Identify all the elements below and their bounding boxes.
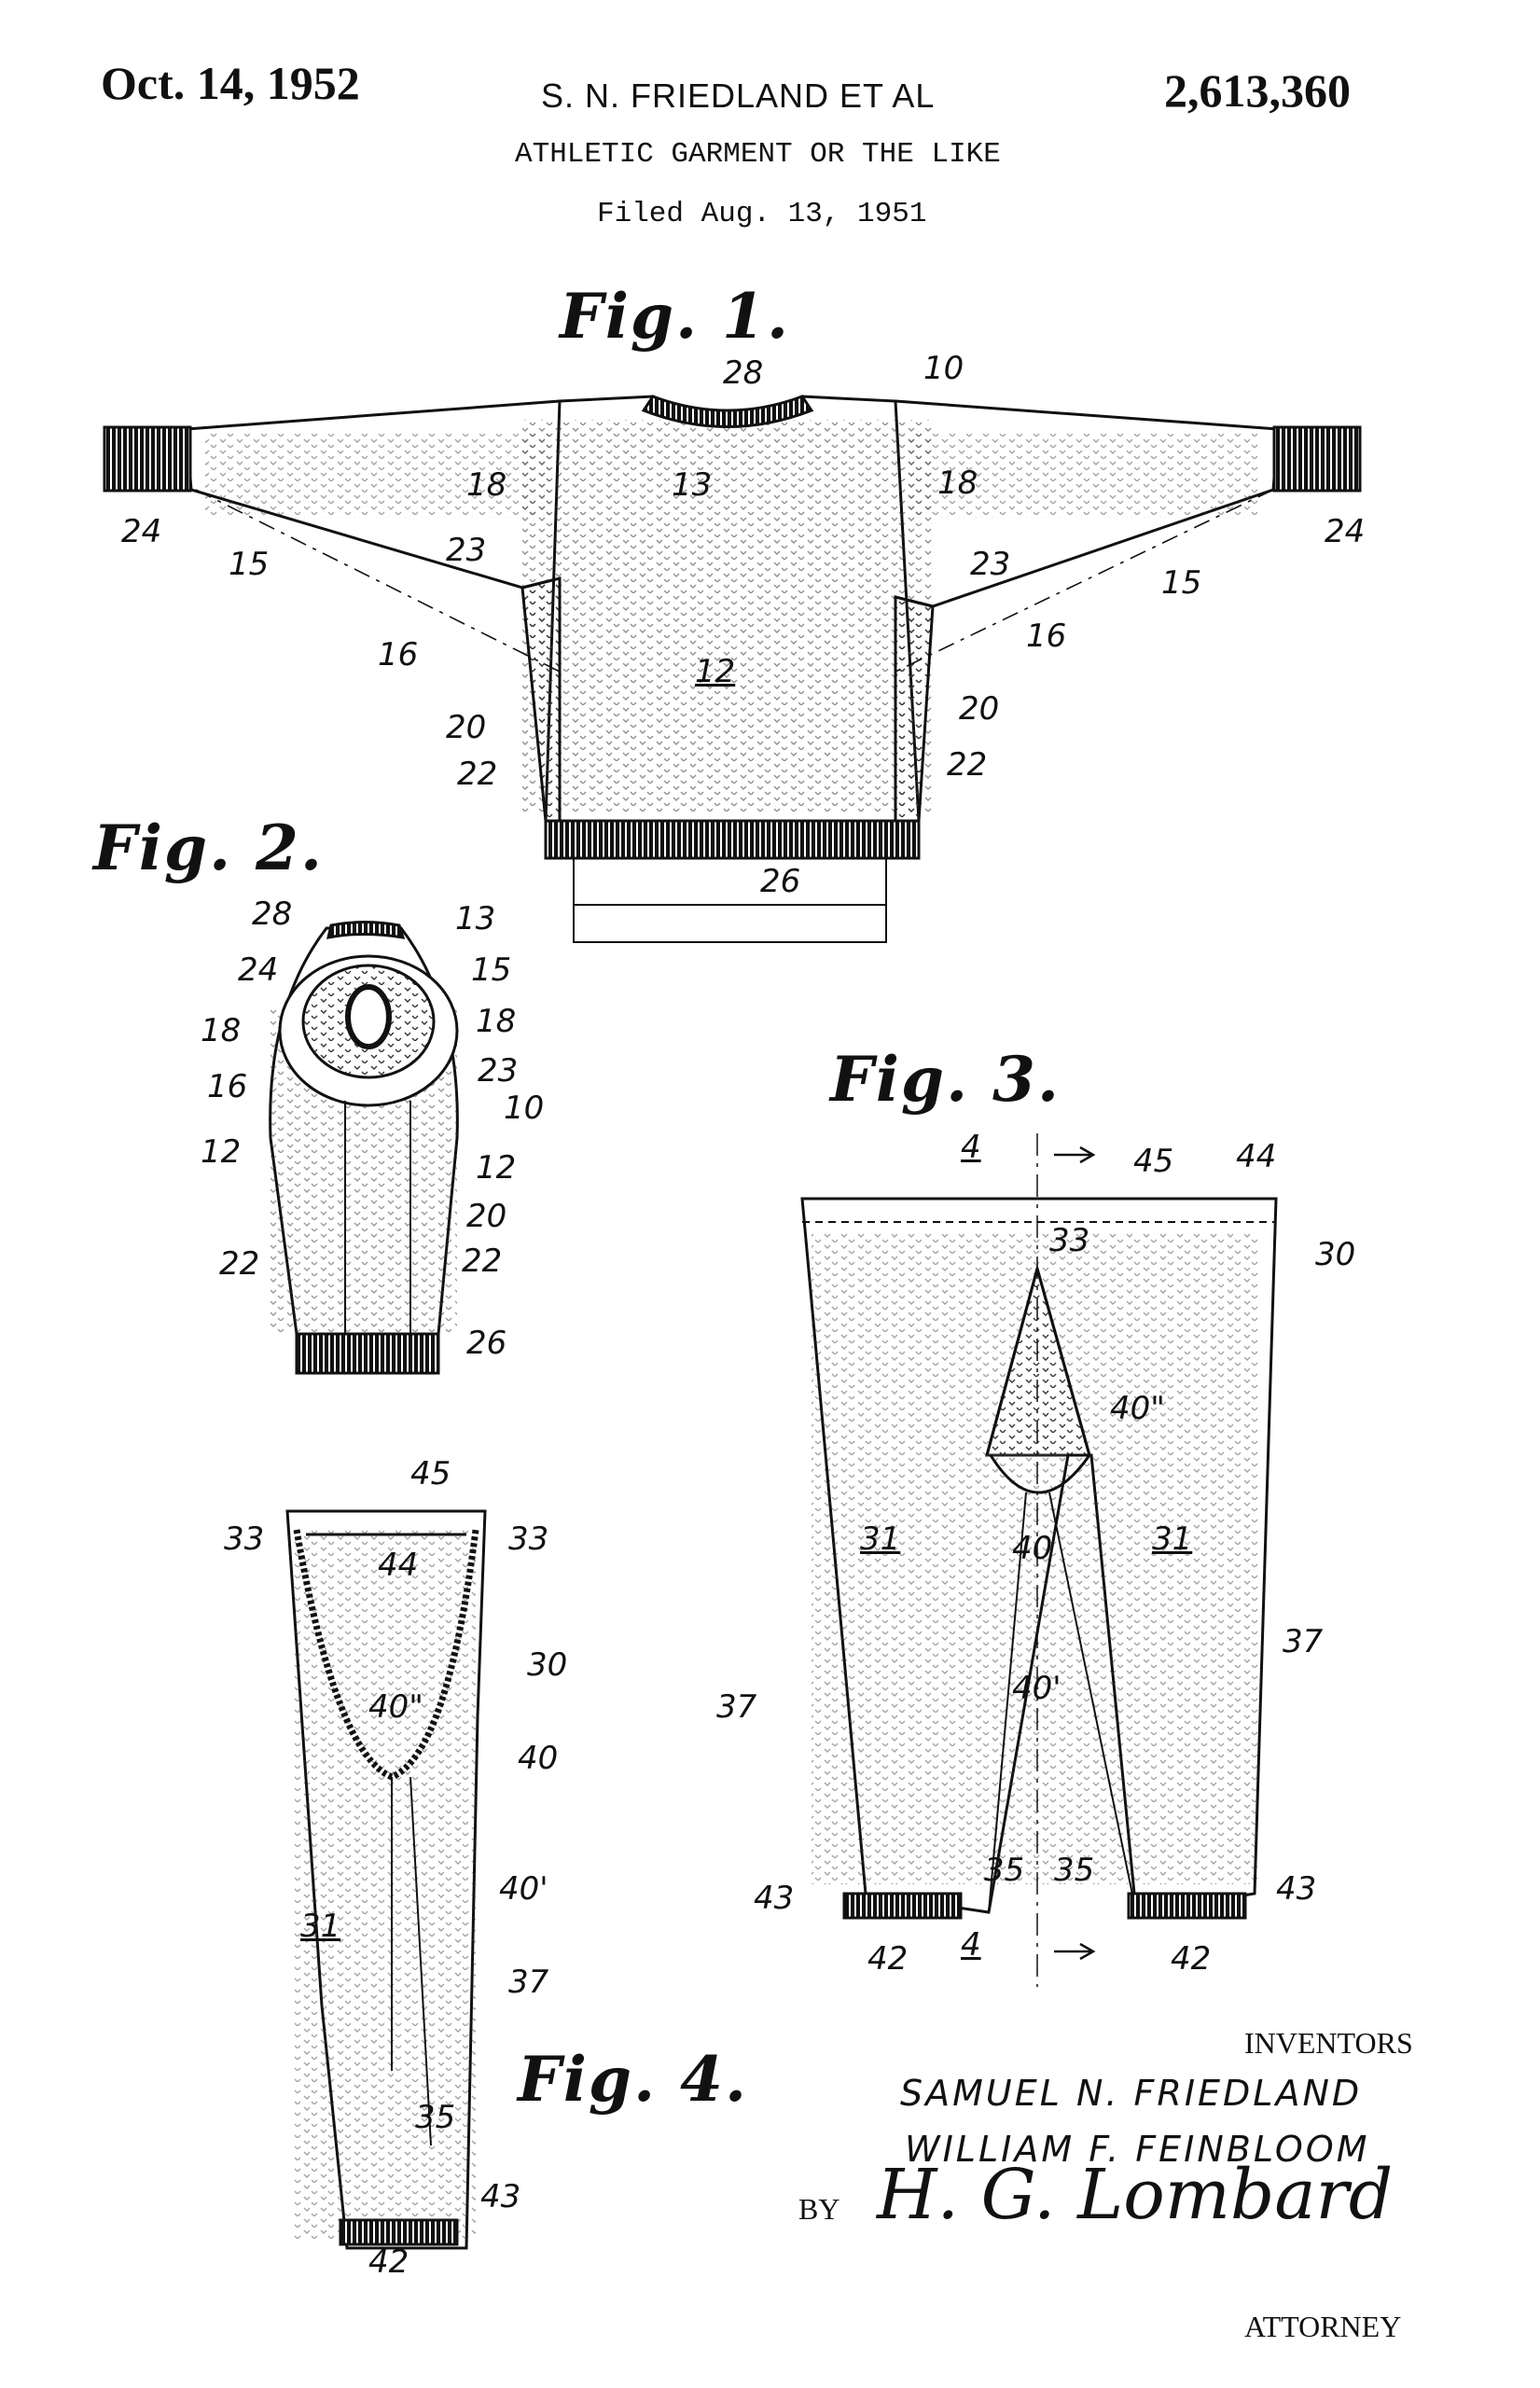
ref-33: 33	[224, 1520, 265, 1558]
ref-42: 42	[368, 2243, 409, 2281]
ref-15: 15	[1161, 564, 1202, 602]
ref-10: 10	[504, 1090, 545, 1127]
fig3-label: Fig. 3.	[830, 1043, 1061, 1116]
ref-28: 28	[252, 896, 293, 933]
ref-43: 43	[754, 1880, 795, 1917]
ref-40pp: 40"	[368, 1688, 423, 1726]
ref-31: 31	[860, 1520, 901, 1558]
ref-23: 23	[478, 1052, 519, 1090]
ref-31: 31	[300, 1908, 341, 1945]
ref-16: 16	[1026, 618, 1067, 655]
fig4-pants-section-drawing	[285, 1509, 487, 2250]
fig3-pants-drawing	[800, 1133, 1278, 1987]
ref-22: 22	[462, 1243, 503, 1280]
ref-44: 44	[1236, 1138, 1277, 1175]
ref-4: 4	[961, 1926, 981, 1964]
ref-18: 18	[201, 1012, 242, 1049]
ref-37: 37	[716, 1688, 757, 1726]
ref-40pp: 40"	[1110, 1390, 1165, 1427]
fig1-label: Fig. 1.	[560, 280, 790, 353]
ref-40p: 40'	[499, 1870, 548, 1908]
ref-26: 26	[760, 863, 801, 900]
ref-23: 23	[446, 532, 487, 569]
inventor-names-header: S. N. FRIEDLAND ET AL	[541, 76, 936, 115]
ref-31: 31	[1152, 1520, 1193, 1558]
ref-33: 33	[508, 1520, 549, 1558]
ref-16: 16	[207, 1068, 248, 1105]
ref-42: 42	[1171, 1940, 1212, 1978]
ref-13: 13	[672, 466, 713, 504]
inventors-heading: INVENTORS	[1244, 2026, 1413, 2060]
ref-28: 28	[723, 354, 764, 392]
inventor-name-2: WILLIAM F. FEINBLOOM	[905, 2129, 1370, 2170]
inventor-name-1: SAMUEL N. FRIEDLAND	[900, 2073, 1363, 2114]
ref-15: 15	[471, 951, 512, 989]
ref-30: 30	[1315, 1236, 1356, 1273]
ref-22: 22	[457, 756, 498, 793]
by-label: BY	[798, 2192, 840, 2226]
ref-20: 20	[959, 690, 1000, 728]
ref-35: 35	[415, 2099, 456, 2136]
ref-24: 24	[1325, 513, 1366, 550]
ref-44: 44	[378, 1547, 419, 1584]
ref-43: 43	[480, 2178, 521, 2215]
ref-40: 40	[1012, 1530, 1053, 1567]
ref-18: 18	[476, 1003, 517, 1040]
fig2-label: Fig. 2.	[93, 812, 324, 884]
ref-16: 16	[378, 636, 419, 673]
ref-12: 12	[201, 1133, 242, 1171]
ref-45: 45	[410, 1455, 451, 1492]
ref-35: 35	[1054, 1852, 1095, 1889]
fig1-sweatshirt-drawing	[103, 395, 1362, 943]
ref-18: 18	[937, 465, 978, 502]
ref-12: 12	[695, 653, 736, 690]
ref-35: 35	[984, 1852, 1025, 1889]
ref-40: 40	[518, 1740, 559, 1777]
ref-40p: 40'	[1012, 1670, 1061, 1707]
ref-4: 4	[961, 1129, 981, 1166]
ref-43: 43	[1276, 1870, 1317, 1908]
ref-12: 12	[476, 1149, 517, 1187]
ref-13: 13	[455, 900, 496, 937]
ref-45: 45	[1133, 1143, 1174, 1180]
patent-number: 2,613,360	[1164, 64, 1351, 117]
filed-date: Filed Aug. 13, 1951	[597, 198, 927, 230]
fig2-folded-sweatshirt-drawing	[269, 921, 459, 1375]
ref-20: 20	[466, 1198, 507, 1235]
ref-10: 10	[923, 350, 964, 387]
fig4-label: Fig. 4.	[518, 2043, 748, 2116]
ref-20: 20	[446, 709, 487, 746]
ref-23: 23	[970, 546, 1011, 583]
ref-30: 30	[527, 1646, 568, 1684]
ref-22: 22	[947, 746, 988, 784]
ref-33: 33	[1049, 1222, 1090, 1259]
ref-37: 37	[1283, 1623, 1324, 1660]
ref-22: 22	[219, 1245, 260, 1283]
patent-title: ATHLETIC GARMENT OR THE LIKE	[515, 138, 1001, 171]
ref-37: 37	[508, 1964, 549, 2001]
patent-date: Oct. 14, 1952	[101, 57, 360, 109]
ref-15: 15	[229, 546, 270, 583]
attorney-signature: H. G. Lombard	[877, 2155, 1394, 2235]
ref-18: 18	[466, 466, 507, 504]
ref-24: 24	[238, 951, 279, 989]
ref-42: 42	[867, 1940, 909, 1978]
ref-24: 24	[121, 513, 162, 550]
attorney-label: ATTORNEY	[1244, 2310, 1402, 2343]
ref-26: 26	[466, 1325, 507, 1362]
